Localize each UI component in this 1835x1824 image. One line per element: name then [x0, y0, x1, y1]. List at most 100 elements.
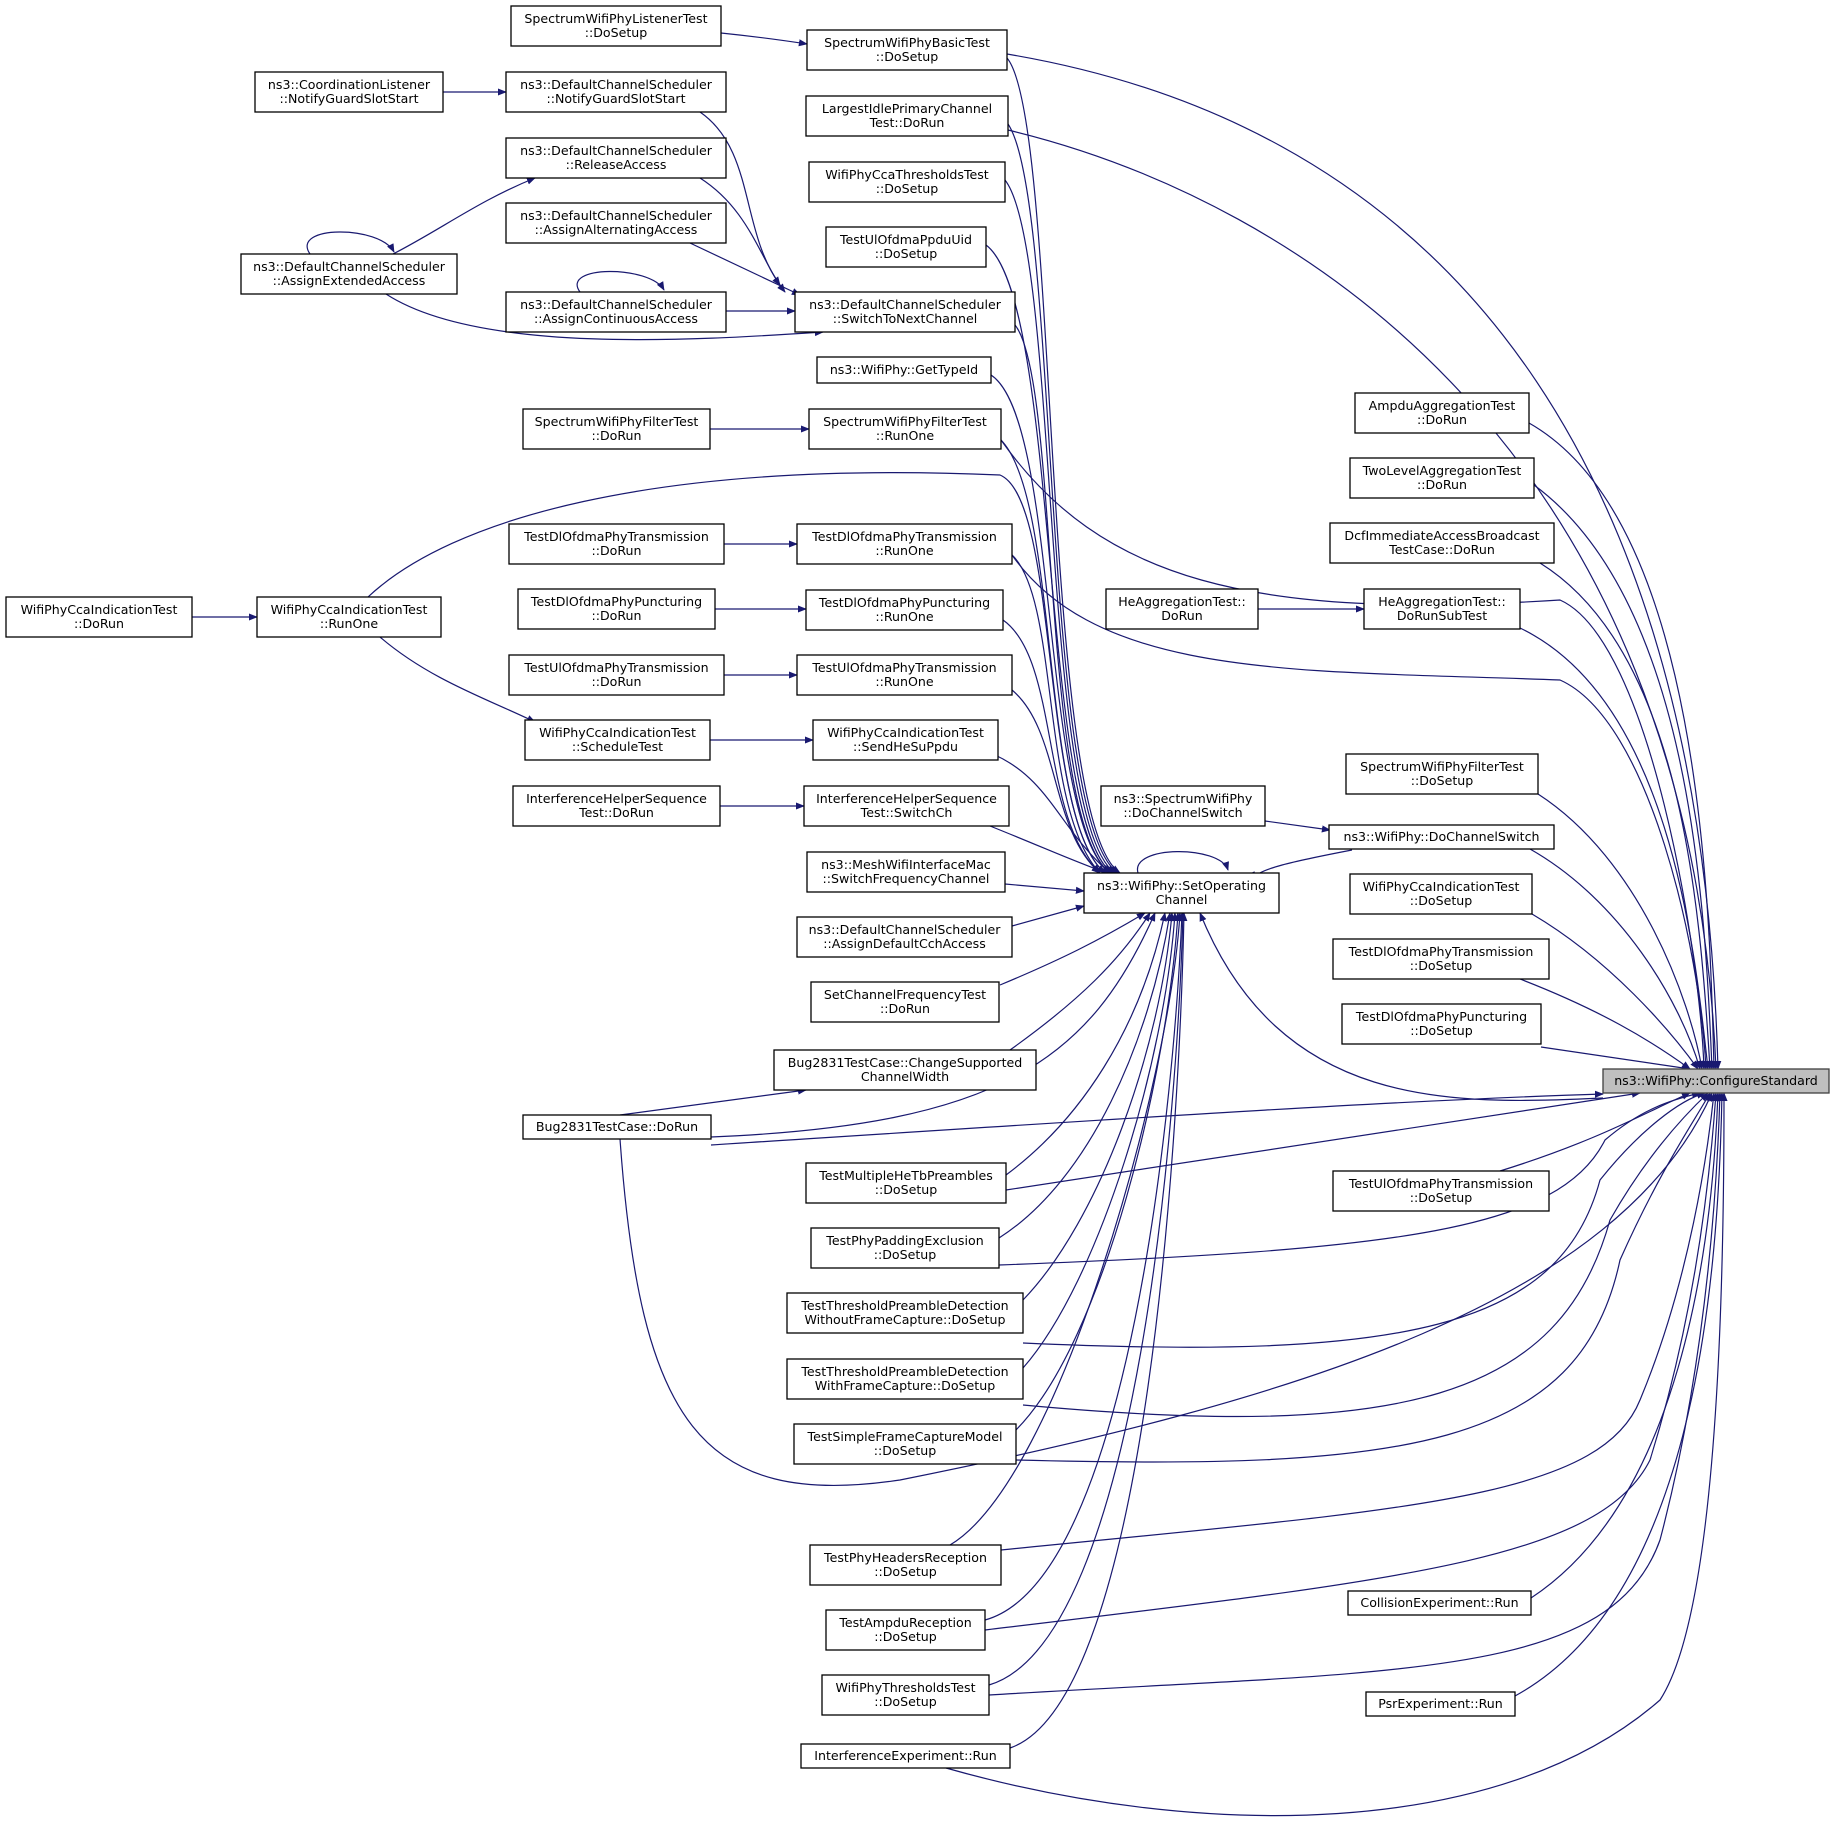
node-box — [5, 596, 193, 638]
edge-n57-to-n37 — [1009, 912, 1188, 1749]
node-label: TestSimpleFrameCaptureModel — [807, 1429, 1003, 1444]
node-label: PsrExperiment::Run — [1378, 1696, 1503, 1711]
graph-node[interactable]: SpectrumWifiPhyFilterTest::RunOne — [808, 408, 1002, 450]
node-box — [508, 654, 725, 696]
node-box — [816, 356, 992, 384]
graph-node[interactable]: ns3::CoordinationListener::NotifyGuardSl… — [254, 71, 444, 113]
graph-node[interactable]: HeAggregationTest::DoRun — [1105, 588, 1259, 630]
graph-node[interactable]: WifiPhyCcaIndicationTest::DoSetup — [1349, 873, 1533, 915]
focus-node[interactable]: ns3::WifiPhy::ConfigureStandard — [1602, 1068, 1830, 1094]
graph-node[interactable]: WifiPhyCcaIndicationTest::ScheduleTest — [524, 719, 711, 761]
graph-node[interactable]: TestMultipleHeTbPreambles::DoSetup — [805, 1162, 1007, 1204]
node-box — [505, 202, 727, 244]
node-label: ns3::WifiPhy::SetOperating — [1097, 878, 1266, 893]
graph-node[interactable]: TestThresholdPreambleDetectionWithFrameC… — [786, 1358, 1024, 1400]
edge-n42-to-n44 — [1540, 1046, 1691, 1072]
graph-node[interactable]: ns3::MeshWifiInterfaceMac::SwitchFrequen… — [806, 851, 1006, 893]
graph-node[interactable]: TestDlOfdmaPhyTransmission::RunOne — [796, 523, 1013, 565]
graph-node[interactable]: SpectrumWifiPhyBasicTest::DoSetup — [806, 29, 1008, 71]
graph-node[interactable]: TestDlOfdmaPhyTransmission::DoSetup — [1332, 938, 1550, 980]
graph-node[interactable]: ns3::DefaultChannelScheduler::NotifyGuar… — [505, 71, 727, 113]
node-label: ::DoRun — [591, 608, 641, 623]
edge-n1-to-n2 — [720, 32, 808, 47]
node-box — [505, 291, 727, 333]
graph-node[interactable]: PsrExperiment::Run — [1365, 1691, 1516, 1717]
graph-node[interactable]: WifiPhyCcaThresholdsTest::DoSetup — [808, 161, 1006, 203]
graph-node[interactable]: TestUlOfdmaPhyTransmission::RunOne — [796, 654, 1013, 696]
graph-node[interactable]: AmpduAggregationTest::DoRun — [1354, 392, 1530, 434]
graph-node[interactable]: ns3::DefaultChannelScheduler::SwitchToNe… — [794, 291, 1016, 333]
graph-node[interactable]: InterferenceExperiment::Run — [800, 1743, 1011, 1769]
graph-node[interactable]: ns3::DefaultChannelScheduler::AssignCont… — [505, 291, 727, 333]
graph-node[interactable]: TestDlOfdmaPhyTransmission::DoRun — [508, 523, 725, 565]
graph-node[interactable]: TestPhyHeadersReception::DoSetup — [809, 1544, 1002, 1586]
graph-node[interactable]: TestThresholdPreambleDetectionWithoutFra… — [786, 1292, 1024, 1334]
node-label: TestDlOfdmaPhyTransmission — [811, 529, 997, 544]
graph-node[interactable]: ns3::DefaultChannelScheduler::AssignExte… — [240, 253, 458, 295]
graph-node[interactable]: TestSimpleFrameCaptureModel::DoSetup — [793, 1423, 1017, 1465]
node-box — [1349, 873, 1533, 915]
graph-node[interactable]: Bug2831TestCase::DoRun — [522, 1114, 712, 1140]
edge-n57-to-n44 — [945, 1092, 1728, 1817]
node-label: SpectrumWifiPhyBasicTest — [824, 35, 990, 50]
node-label: InterferenceHelperSequence — [816, 791, 997, 806]
node-box — [1345, 753, 1539, 795]
node-label: TestThresholdPreambleDetection — [800, 1364, 1008, 1379]
graph-node[interactable]: TestDlOfdmaPhyPuncturing::DoSetup — [1341, 1003, 1542, 1045]
graph-node[interactable]: DcfImmediateAccessBroadcastTestCase::DoR… — [1329, 522, 1555, 564]
graph-node[interactable]: TestUlOfdmaPpduUid::DoSetup — [825, 226, 987, 268]
graph-node[interactable]: TestPhyPaddingExclusion::DoSetup — [810, 1227, 1000, 1269]
node-label: TestDlOfdmaPhyPuncturing — [818, 595, 990, 610]
graph-node[interactable]: ns3::WifiPhy::GetTypeId — [816, 356, 992, 384]
node-label: SetChannelFrequencyTest — [824, 987, 986, 1002]
edge-n24-to-n29 — [379, 636, 536, 723]
graph-node[interactable]: SpectrumWifiPhyFilterTest::DoRun — [522, 408, 711, 450]
edge-n20-to-n44 — [1011, 554, 1710, 1070]
node-label: TestPhyHeadersReception — [823, 1550, 987, 1565]
node-box — [821, 1674, 990, 1716]
node-label: ::SendHeSuPpdu — [853, 739, 958, 754]
node-box — [512, 785, 721, 827]
graph-node[interactable]: ns3::DefaultChannelScheduler::AssignDefa… — [796, 916, 1013, 958]
graph-node[interactable]: TestDlOfdmaPhyPuncturing::RunOne — [805, 589, 1004, 631]
node-label: WithoutFrameCapture::DoSetup — [804, 1312, 1005, 1327]
graph-node[interactable]: TestDlOfdmaPhyPuncturing::DoRun — [517, 588, 716, 630]
graph-node[interactable]: ns3::DefaultChannelScheduler::AssignAlte… — [505, 202, 727, 244]
node-label: WifiPhyCcaIndicationTest — [1363, 879, 1520, 894]
graph-node[interactable]: WifiPhyCcaIndicationTest::DoRun — [5, 596, 193, 638]
edge-n39-to-n37 — [1011, 904, 1085, 927]
graph-node[interactable]: TestUlOfdmaPhyTransmission::DoSetup — [1332, 1170, 1550, 1212]
edge-n8-to-n12 — [689, 242, 801, 296]
graph-node[interactable]: CollisionExperiment::Run — [1347, 1590, 1532, 1616]
graph-node[interactable]: WifiPhyThresholdsTest::DoSetup — [821, 1674, 990, 1716]
graph-node[interactable]: TestAmpduReception::DoSetup — [825, 1609, 986, 1651]
node-label: TestUlOfdmaPpduUid — [839, 232, 972, 247]
graph-node[interactable]: Bug2831TestCase::ChangeSupportedChannelW… — [773, 1049, 1037, 1091]
node-label: TestUlOfdmaPhyTransmission — [811, 660, 996, 675]
node-box — [800, 1743, 1011, 1769]
graph-node[interactable]: TestUlOfdmaPhyTransmission::DoRun — [508, 654, 725, 696]
edge-n54-to-n37 — [984, 912, 1186, 1621]
graph-node[interactable]: SetChannelFrequencyTest::DoRun — [810, 981, 1000, 1023]
graph-node[interactable]: TwoLevelAggregationTest::DoRun — [1349, 457, 1535, 499]
node-label: ::DoChannelSwitch — [1123, 805, 1242, 820]
node-label: ::DoSetup — [1411, 773, 1474, 788]
graph-node[interactable]: ns3::WifiPhy::DoChannelSwitch — [1328, 824, 1555, 850]
graph-node[interactable]: ns3::SpectrumWifiPhy::DoChannelSwitch — [1100, 785, 1266, 827]
node-label: ::DoRun — [74, 616, 124, 631]
node-label: ::RunOne — [875, 674, 934, 689]
graph-node[interactable]: ns3::DefaultChannelScheduler::ReleaseAcc… — [505, 137, 727, 179]
graph-node[interactable]: WifiPhyCcaIndicationTest::SendHeSuPpdu — [812, 719, 999, 761]
node-label: ::DoSetup — [874, 1564, 937, 1579]
node-label: ::DoSetup — [874, 1247, 937, 1262]
edge-n44-to-n37 — [1199, 912, 1604, 1102]
graph-node[interactable]: SpectrumWifiPhyFilterTest::DoSetup — [1345, 753, 1539, 795]
node-label: TestThresholdPreambleDetection — [800, 1298, 1008, 1313]
graph-node[interactable]: WifiPhyCcaIndicationTest::RunOne — [256, 596, 442, 638]
graph-node[interactable]: SpectrumWifiPhyListenerTest::DoSetup — [510, 5, 722, 47]
graph-node[interactable]: HeAggregationTest::DoRunSubTest — [1363, 588, 1521, 630]
